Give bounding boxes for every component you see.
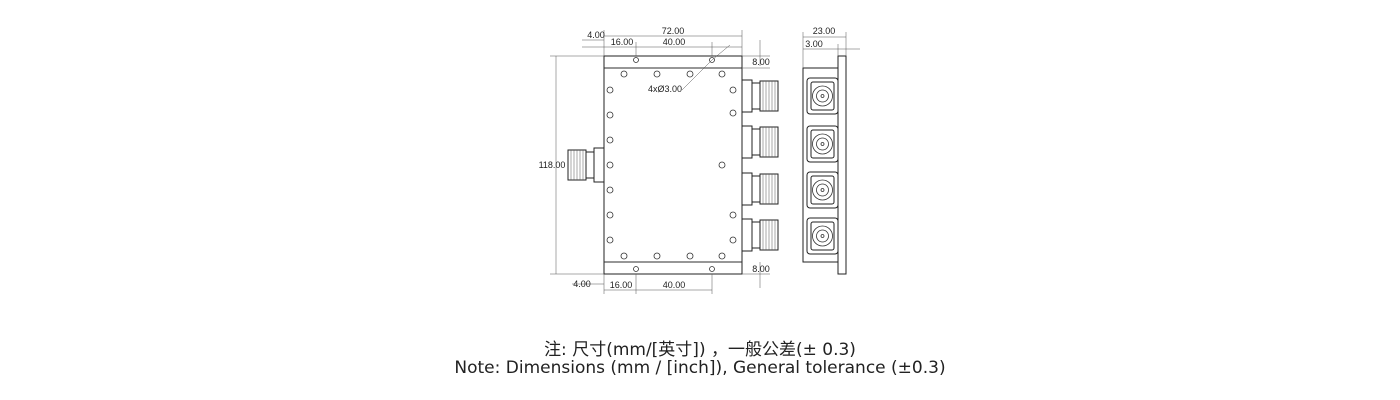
hole-callout-leader bbox=[711, 44, 731, 61]
dim-right-offset-top: 8.00 bbox=[752, 57, 770, 67]
side-connector-icon bbox=[806, 125, 839, 163]
dim-hole-spacing-bottom: 40.00 bbox=[663, 280, 686, 290]
dim-hole-spacing-top: 40.00 bbox=[663, 37, 686, 47]
side-view: 23.00 3.00 bbox=[802, 26, 860, 275]
note-english: Note: Dimensions (mm / [inch]), General … bbox=[454, 358, 946, 378]
main-body bbox=[603, 67, 743, 263]
screw-column-left bbox=[606, 86, 614, 244]
output-connector-icon bbox=[741, 79, 779, 113]
dim-flange-bottom: 4.00 bbox=[573, 279, 591, 289]
technical-drawing: 72.00 40.00 16.00 4.00 118.00 8.00 8.00 … bbox=[539, 26, 860, 294]
dim-right-offset-bottom: 8.00 bbox=[752, 264, 770, 274]
side-connector-icon bbox=[806, 171, 839, 209]
dimension-lines-bottom bbox=[572, 262, 770, 294]
output-connector-icon bbox=[741, 172, 779, 206]
side-connector-icon bbox=[806, 77, 839, 115]
note-chinese: 注: 尺寸(mm/[英寸]) ，一般公差(± 0.3) bbox=[544, 340, 856, 360]
screw-column-right bbox=[718, 86, 737, 244]
hole-callout-leader bbox=[681, 59, 713, 91]
dim-overall-width: 72.00 bbox=[662, 26, 685, 36]
dim-overall-height: 118.00 bbox=[539, 160, 566, 170]
output-connector-icon bbox=[741, 218, 779, 252]
output-connector-icon bbox=[741, 125, 779, 159]
dim-side-depth: 23.00 bbox=[813, 26, 836, 36]
dim-edge-to-hole-top: 16.00 bbox=[611, 37, 634, 47]
dim-side-flange: 3.00 bbox=[805, 39, 823, 49]
mounting-hole bbox=[709, 57, 715, 63]
side-flange bbox=[837, 55, 847, 275]
dim-edge-to-hole-bottom: 16.00 bbox=[610, 280, 633, 290]
mounting-hole bbox=[633, 57, 639, 63]
dim-hole-callout: 4xØ3.00 bbox=[648, 84, 682, 94]
front-view: 72.00 40.00 16.00 4.00 118.00 8.00 8.00 … bbox=[539, 26, 779, 294]
dimension-lines-left bbox=[550, 55, 604, 275]
mounting-hole bbox=[709, 266, 715, 272]
dim-flange-top: 4.00 bbox=[587, 30, 605, 40]
side-dimension-lines bbox=[802, 32, 860, 68]
screw-row-top bbox=[620, 70, 726, 78]
screw-row-bottom bbox=[620, 252, 726, 260]
input-connector-icon bbox=[567, 147, 605, 183]
dimension-lines-top bbox=[582, 30, 770, 69]
side-connector-icon bbox=[806, 217, 839, 255]
mounting-hole bbox=[633, 266, 639, 272]
